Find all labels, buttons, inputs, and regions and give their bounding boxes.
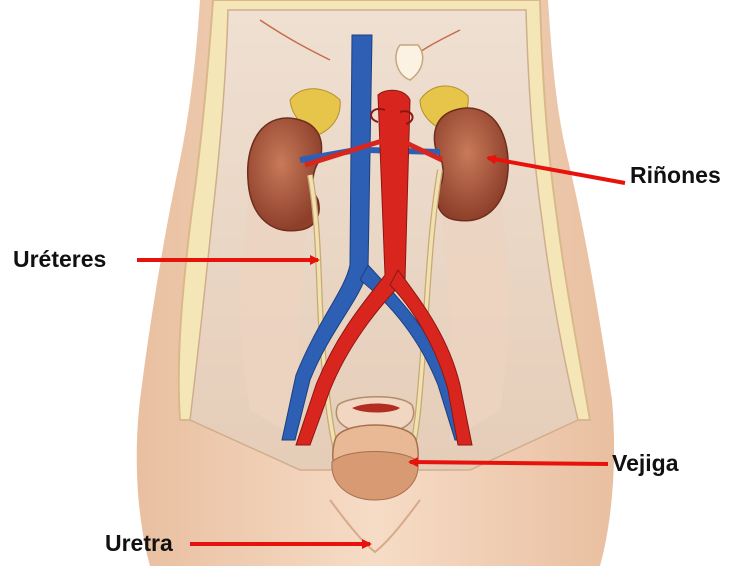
right-kidney <box>434 108 508 221</box>
ureters-label: Uréteres <box>13 248 106 271</box>
arrow-bladder <box>410 462 608 464</box>
kidneys-label: Riñones <box>630 164 721 187</box>
urethra-label: Uretra <box>105 532 173 555</box>
bladder-label: Vejiga <box>612 452 678 475</box>
left-kidney <box>248 118 322 231</box>
